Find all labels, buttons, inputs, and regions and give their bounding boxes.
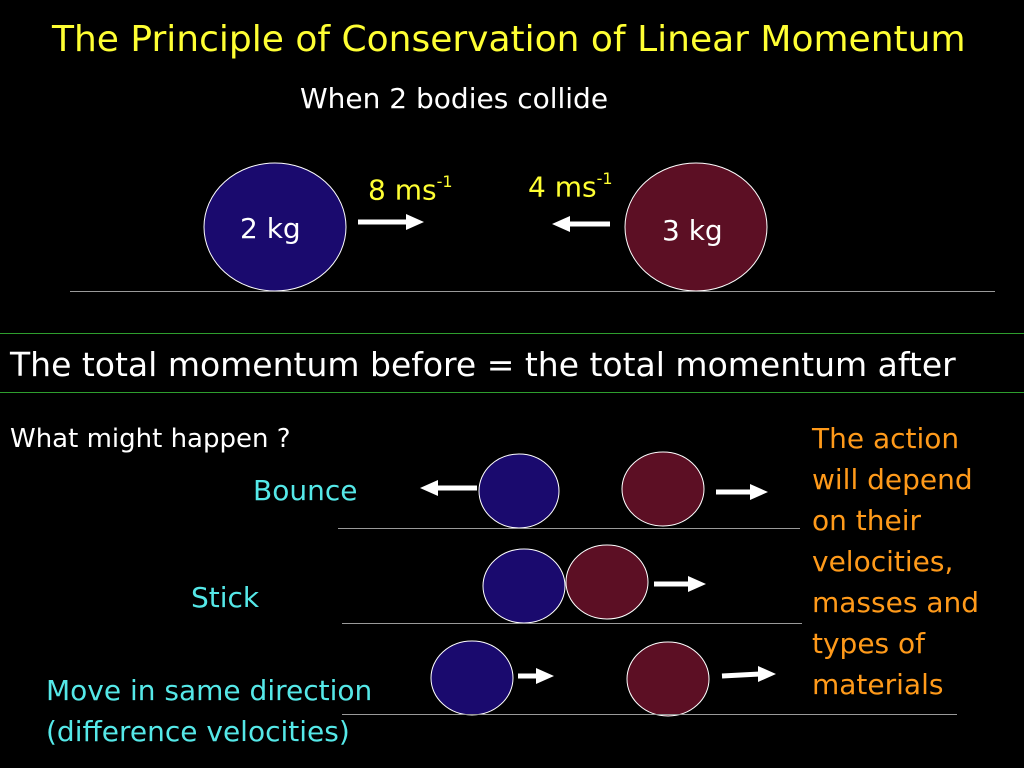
ground-line-same-direction — [342, 714, 957, 715]
note-line: on their — [812, 504, 922, 537]
arrow-left-4ms — [552, 216, 610, 232]
same-direction-arrow-small — [518, 668, 554, 684]
bounce-arrow-right — [716, 484, 768, 500]
stick-red-ball — [565, 544, 649, 620]
ground-line-bounce — [338, 528, 800, 529]
mass-label-right: 3 kg — [662, 214, 723, 247]
note-line: The action — [812, 422, 960, 455]
bounce-red-ball — [621, 451, 705, 527]
velocity-label-right: 4 ms-1 — [528, 170, 613, 204]
bounce-blue-ball — [478, 453, 560, 529]
bounce-arrow-left — [420, 480, 477, 496]
ground-line-top — [70, 291, 995, 292]
stick-blue-ball — [482, 548, 566, 624]
note-line: materials — [812, 668, 944, 701]
same-direction-arrow-large — [721, 666, 776, 682]
page-title: The Principle of Conservation of Linear … — [52, 19, 966, 60]
divider-top — [0, 333, 1024, 334]
mass-label-left: 2 kg — [240, 212, 301, 245]
outcome-same-direction-label: Move in same direction — [46, 674, 373, 707]
outcome-stick-label: Stick — [191, 581, 260, 614]
velocity-left-exponent: -1 — [436, 172, 453, 191]
outcome-bounce-label: Bounce — [253, 474, 358, 507]
divider-bottom — [0, 392, 1024, 393]
arrow-right-8ms — [358, 214, 424, 230]
ground-line-stick — [342, 623, 802, 624]
explanation-note: The action will depend on their velociti… — [812, 418, 979, 705]
same-direction-blue-ball — [430, 640, 514, 716]
velocity-right-value: 4 ms — [528, 170, 597, 204]
outcome-same-direction-sublabel: (difference velocities) — [46, 715, 350, 748]
same-direction-red-ball — [626, 641, 710, 717]
question-text: What might happen ? — [10, 424, 291, 454]
subtitle: When 2 bodies collide — [300, 82, 609, 115]
principle-statement: The total momentum before = the total mo… — [10, 345, 956, 384]
velocity-label-left: 8 ms-1 — [368, 173, 453, 207]
stick-arrow-right — [654, 576, 706, 592]
velocity-right-exponent: -1 — [596, 169, 613, 188]
velocity-left-value: 8 ms — [368, 173, 437, 207]
note-line: will depend — [812, 463, 973, 496]
note-line: types of — [812, 627, 926, 660]
note-line: masses and — [812, 586, 980, 619]
note-line: velocities, — [812, 545, 954, 578]
